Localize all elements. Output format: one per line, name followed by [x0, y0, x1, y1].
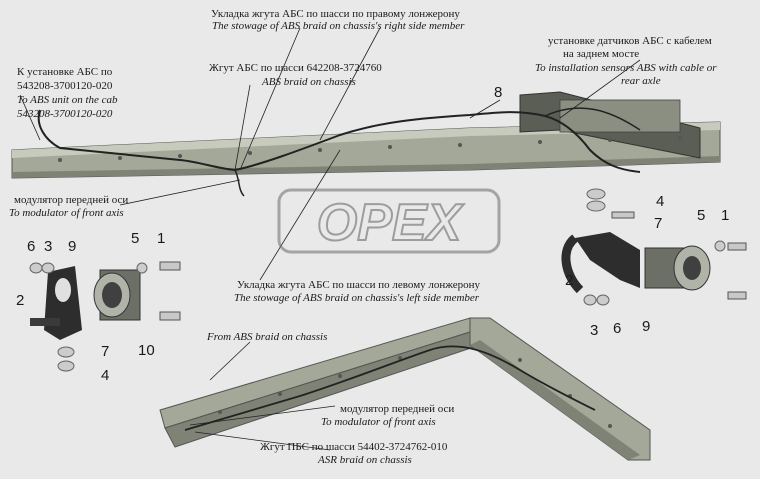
sensors-en2: rear axle [621, 75, 661, 87]
left-modulator-valve [93, 269, 141, 321]
callout-right-3: 3 [590, 322, 599, 339]
abs-unit-num2: 543208-3700120-020 [17, 108, 113, 120]
callout-left-5: 5 [131, 230, 140, 247]
callout-left-9: 9 [68, 238, 77, 255]
from-abs-en: From ABS braid on chassis [207, 331, 328, 343]
svg-text:OPEX: OPEX [317, 194, 465, 252]
abs-cable-sensor [544, 107, 641, 131]
abs-cable-branch [234, 169, 245, 197]
title-left-ru: Укладка жгута АБС по шасси по левому лон… [237, 279, 481, 291]
right-modulator-assembly [561, 188, 747, 306]
title-right-en: The stowage of ABS braid on chassis's ri… [212, 20, 465, 32]
braid-ru: Жгут АБС по шасси 642208-3724760 [209, 62, 382, 74]
callout-right-2: 2 [565, 272, 574, 289]
callout-right-5: 5 [697, 207, 706, 224]
title-left-en: The stowage of ABS braid on chassis's le… [234, 292, 480, 304]
callout-left-1: 1 [157, 230, 166, 247]
modulator2-ru: модулятор передней оси [340, 403, 455, 415]
asr-ru: Жгут ПБС по шасси 54402-3724762-010 [260, 441, 448, 453]
callout-left-6: 6 [27, 238, 36, 255]
callout-left-10: 10 [138, 342, 155, 359]
title-right-ru: Укладка жгута АБС по шасси по правому ло… [211, 8, 460, 20]
callout-left-7: 7 [101, 343, 110, 360]
abs-unit-en: To ABS unit on the cab [17, 94, 118, 106]
braid-en: ABS braid on chassis [262, 76, 356, 88]
callout-right-6: 6 [613, 320, 622, 337]
asr-cable [184, 345, 596, 431]
leader-lines [19, 27, 641, 451]
callout-right-7: 7 [654, 215, 663, 232]
callout-right-9: 9 [642, 318, 651, 335]
chassis-right-member [11, 91, 721, 179]
right-modulator-valve [644, 245, 711, 291]
watermark-logo: OPEX [277, 188, 501, 254]
callout-8: 8 [494, 84, 503, 101]
callout-right-1: 1 [721, 207, 730, 224]
modulator2-en: To modulator of front axis [321, 416, 436, 428]
abs-cable-top [37, 109, 641, 173]
modulator-en: To modulator of front axis [9, 207, 124, 219]
callout-left-4: 4 [101, 367, 110, 384]
sensors-ru2: на заднем мосте [563, 48, 640, 60]
left-modulator-assembly [29, 261, 181, 372]
callout-left-2: 2 [16, 292, 25, 309]
callout-right-4: 4 [656, 193, 665, 210]
asr-en: ASR braid on chassis [318, 454, 412, 466]
sensors-ru1: установке датчиков АБС с кабелем [548, 35, 712, 47]
abs-unit-ru: К установке АБС по [17, 66, 113, 78]
sensors-en1: To installation sensors ABS with cable o… [535, 62, 717, 74]
modulator-ru: модулятор передней оси [14, 194, 129, 206]
abs-unit-num1: 543208-3700120-020 [17, 80, 113, 92]
callout-left-3: 3 [44, 238, 53, 255]
